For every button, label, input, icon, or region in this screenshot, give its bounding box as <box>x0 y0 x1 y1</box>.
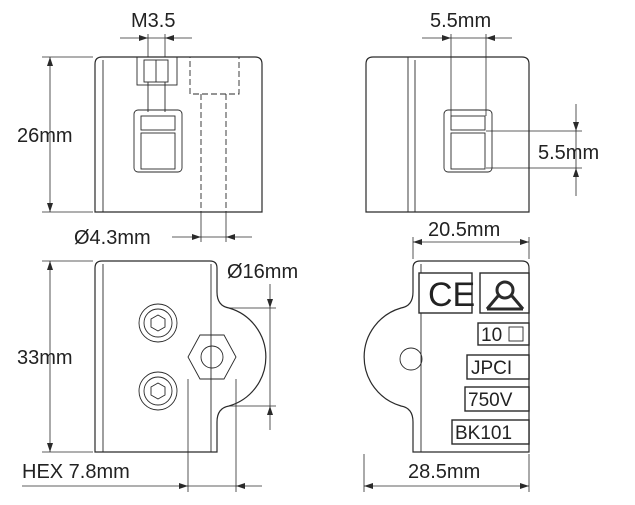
marking-bk101-box <box>451 419 530 445</box>
wire-entry-inner <box>140 132 176 170</box>
dim-33-arrow-top <box>47 261 53 270</box>
top-body-outline <box>94 260 267 453</box>
certification-mark-icon <box>485 280 525 311</box>
dim-hex-arrow-right <box>236 483 245 489</box>
hidden-hole-top <box>189 56 240 95</box>
screw-2-inner <box>143 376 173 406</box>
marking-10: 10 <box>481 325 502 346</box>
marking-750v-box <box>464 386 530 412</box>
screw-thread-label: M3.5 <box>131 10 175 32</box>
dim-55w-arrow-left <box>442 35 451 41</box>
wire-entry-outer <box>133 109 183 173</box>
side-wire-entry-outer <box>443 109 493 173</box>
dim-26-arrow-top <box>47 57 53 66</box>
dim-43-arrow-right <box>226 234 235 240</box>
dim-16-arrow-bottom <box>267 406 273 415</box>
ce-mark: CE <box>428 276 475 314</box>
side-wire-entry-clamp <box>450 115 486 131</box>
dim-55w-arrow-right <box>486 35 495 41</box>
side-wire-entry-inner <box>450 132 486 170</box>
side-body-outline <box>365 56 530 213</box>
screw-2-outer <box>138 371 178 411</box>
marking-750v: 750V <box>468 390 513 411</box>
screw-2-hex-icon <box>150 382 166 400</box>
marking-10-box <box>477 322 530 346</box>
hex-nut-hole <box>200 345 224 369</box>
side-view: 5.5mm 5.5mm <box>365 10 599 213</box>
screw-1-hex-icon <box>150 314 166 332</box>
dim-16-arrow-top <box>267 299 273 308</box>
ce-mark-box <box>418 272 473 314</box>
overall-width-label: 28.5mm <box>408 461 480 483</box>
dim-285-arrow-left <box>364 483 373 489</box>
opening-height-label: 5.5mm <box>538 142 599 164</box>
marking-jpci: JPCI <box>471 358 512 379</box>
screw-1-outer <box>138 303 178 343</box>
dim-55h-arrow-top <box>573 122 579 131</box>
wire-entry-clamp <box>140 115 176 131</box>
dim-m35-arrow-right <box>165 35 174 41</box>
dim-43-arrow-left <box>192 234 201 240</box>
mounting-hole <box>399 347 423 371</box>
height-33-label: 33mm <box>17 347 73 369</box>
dim-hex-arrow-left <box>179 483 188 489</box>
marking-jpci-box <box>466 354 530 380</box>
front-body-outline <box>94 56 263 213</box>
dim-205-arrow-right <box>520 239 529 245</box>
hex-nut-icon <box>187 334 237 380</box>
dim-55h-arrow-bottom <box>573 168 579 177</box>
top-width-label: 20.5mm <box>428 219 500 241</box>
hex-size-label: HEX 7.8mm <box>22 461 130 483</box>
dim-285-arrow-right <box>520 483 529 489</box>
square-symbol-icon <box>508 326 524 342</box>
top-view: 33mm Ø16mm HEX 7.8mm <box>17 260 298 492</box>
hole-diameter-label: Ø4.3mm <box>74 227 151 249</box>
dim-m35-arrow-left <box>139 35 148 41</box>
dim-205-arrow-left <box>413 239 422 245</box>
marked-view: CE 10 JPCI 750V BK101 20.5mm 28.5mm <box>363 219 530 492</box>
opening-width-label: 5.5mm <box>430 10 491 32</box>
screw-1-inner <box>143 308 173 338</box>
boss-diameter-label: Ø16mm <box>227 261 298 283</box>
dim-33-arrow-bottom <box>47 443 53 452</box>
front-view: 26mm M3.5 Ø4.3mm <box>17 10 263 249</box>
height-26-label: 26mm <box>17 125 73 147</box>
marking-bk101: BK101 <box>455 423 512 444</box>
dim-26-arrow-bottom <box>47 203 53 212</box>
screw-slot <box>136 56 178 86</box>
